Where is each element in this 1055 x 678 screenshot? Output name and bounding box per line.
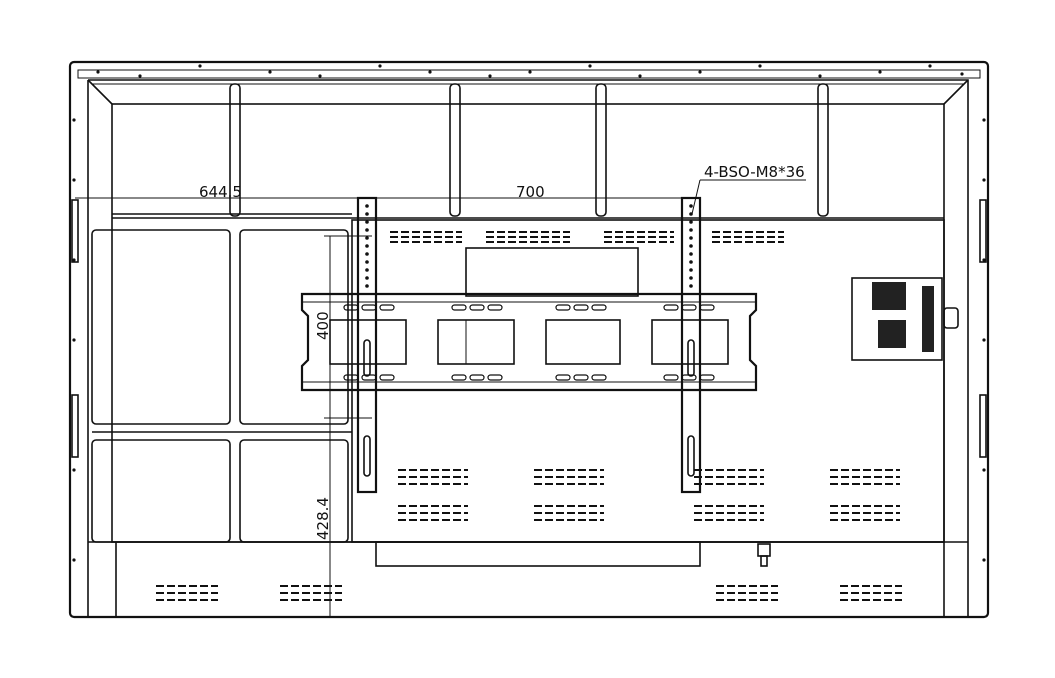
side-handles [71, 199, 987, 458]
dimension-hole-spacing-horizontal: 700 [516, 183, 545, 201]
outer-bezel [68, 60, 990, 619]
dimension-lines [75, 179, 806, 617]
bottom-connector [757, 543, 771, 567]
wall-bracket [300, 292, 758, 392]
dimension-hole-spacing-vertical: 400 [314, 311, 332, 340]
io-module [851, 277, 959, 361]
screw-callout: 4-BSO-M8*36 [704, 163, 805, 181]
left-panels [91, 229, 352, 543]
rail-holes [365, 204, 693, 288]
dimension-bottom-height: 428.4 [314, 497, 332, 540]
dimension-left-offset: 644.5 [199, 183, 242, 201]
vent-grilles [156, 231, 902, 601]
back-cover [351, 219, 945, 567]
bottom-strip [88, 541, 968, 617]
frame-dots [72, 64, 986, 562]
top-panels [112, 83, 944, 219]
